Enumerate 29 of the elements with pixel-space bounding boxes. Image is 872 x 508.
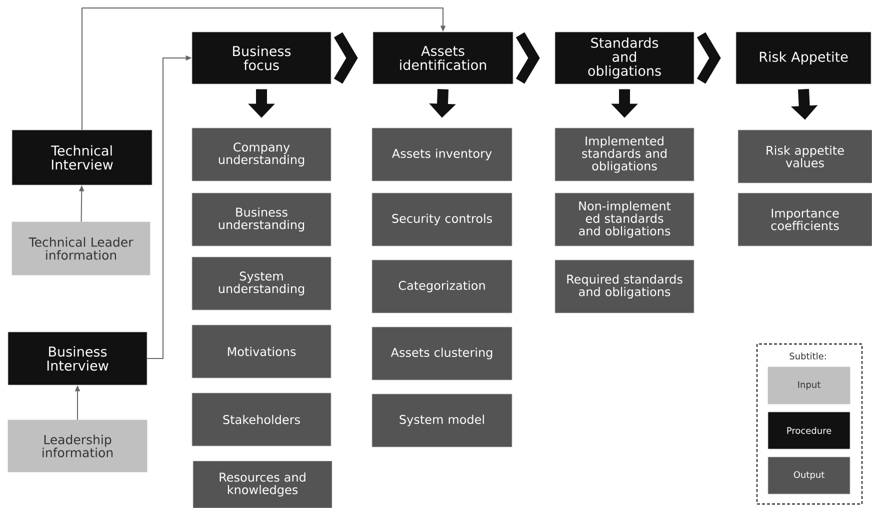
- output-box: Stakeholders: [192, 392, 332, 446]
- output-box: Resources and knowledges: [192, 460, 332, 508]
- legend-text: Output: [794, 471, 824, 480]
- output-box: Required standards and obligations: [554, 260, 694, 314]
- output-box: Importance coefficients: [738, 192, 872, 246]
- output-box: Business understanding: [192, 192, 332, 246]
- output-box: Risk appetite values: [738, 130, 872, 184]
- output-box: System understanding: [192, 256, 332, 310]
- output-box: Motivations: [192, 324, 332, 378]
- input-box: Technical Leader information: [12, 222, 150, 276]
- output-box: Assets inventory: [372, 128, 512, 182]
- output-box: Company understanding: [192, 128, 332, 182]
- procedure-box: Standards and obligations: [554, 32, 694, 84]
- legend-text: Procedure: [787, 427, 832, 434]
- procedure-box: Assets identification: [372, 32, 514, 84]
- output-box: Implemented standards and obligations: [554, 128, 694, 182]
- output-box: Non-implement ed standards and obligations: [554, 192, 694, 246]
- arrow: [82, 8, 446, 130]
- procedure-box: Business Interview: [8, 332, 148, 386]
- output-box: System model: [372, 394, 512, 448]
- procedure-box: Risk Appetite: [736, 32, 872, 84]
- legend-text: Input: [798, 381, 820, 390]
- procedure-box: Technical Interview: [12, 130, 152, 186]
- procedure-box: Business focus: [192, 32, 332, 84]
- output-box: Assets clustering: [372, 326, 512, 380]
- legend-title: Subtitle:: [790, 352, 826, 360]
- input-box: Leadership information: [8, 420, 148, 472]
- output-box: Security controls: [372, 192, 512, 246]
- output-box: Categorization: [372, 260, 512, 314]
